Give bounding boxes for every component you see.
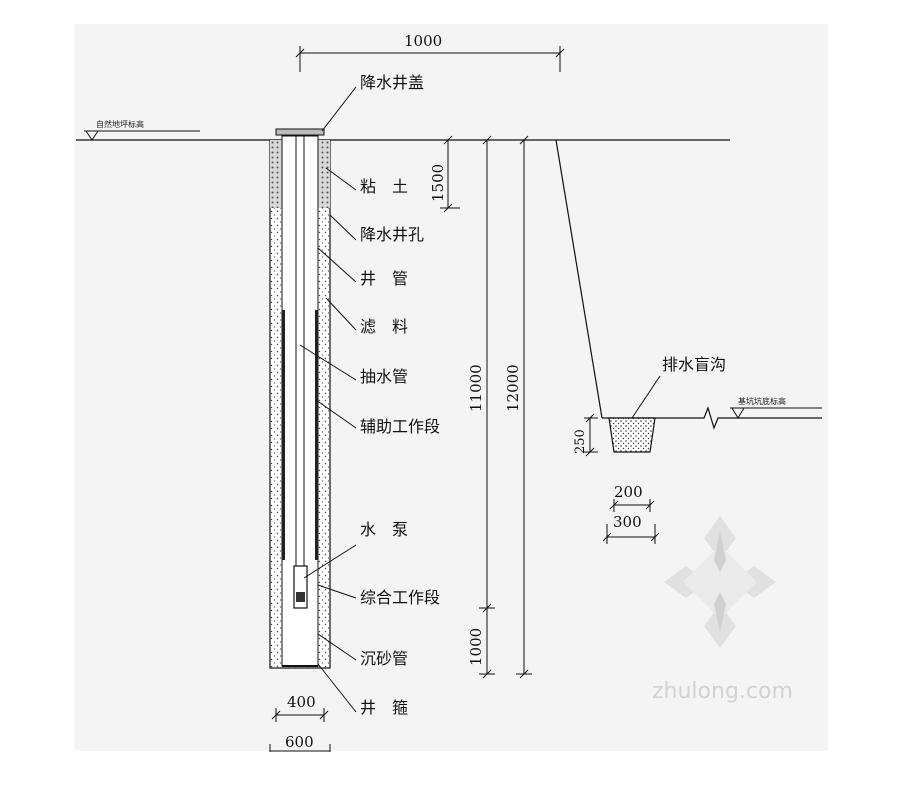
ditch-depth-value: 250 — [573, 429, 588, 454]
clay-seal-left — [270, 140, 282, 208]
work-depth-value: 11000 — [467, 364, 485, 412]
well-cap — [275, 128, 325, 136]
excavation-slope — [555, 139, 822, 430]
clay-depth-value: 1500 — [429, 164, 447, 202]
hole-diameter-value: 600 — [285, 733, 314, 751]
pit-bottom-level-label: 基坑坑底标高 — [738, 396, 786, 406]
filter-screen-left — [282, 310, 285, 560]
label-clay: 粘 土 — [360, 177, 408, 196]
leader-lines — [299, 86, 357, 713]
pipe-diameter-value: 400 — [287, 693, 316, 711]
label-filter-material: 滤 料 — [360, 317, 408, 336]
clay-seal-right — [318, 140, 330, 208]
ditch-depth-dimension — [584, 413, 598, 457]
label-well-cover: 降水井盖 — [360, 73, 424, 92]
sump-depth-value: 1000 — [467, 628, 485, 666]
pump-motor — [296, 592, 305, 602]
pit-bottom-level-marker — [730, 407, 822, 419]
clay-depth-dimension — [440, 135, 460, 213]
ditch-leader — [631, 375, 661, 419]
filter-screen-right — [315, 310, 318, 560]
label-borehole: 降水井孔 — [360, 225, 424, 244]
watermark-text: zhulong.com — [652, 679, 793, 704]
ditch-bottom-value: 200 — [614, 483, 643, 501]
drawing-frame — [74, 24, 828, 751]
total-depth-value: 12000 — [504, 364, 522, 412]
cap-width-dimension — [295, 46, 565, 72]
pipe-diameter-dimension — [271, 708, 329, 722]
hole-diameter-dimension — [269, 744, 331, 752]
zhulong-logo-watermark — [664, 516, 776, 648]
blind-drain-ditch — [608, 417, 656, 453]
label-well-hoop: 井 箍 — [360, 698, 408, 717]
label-auxiliary-section: 辅助工作段 — [360, 417, 440, 436]
label-suction-pipe: 抽水管 — [360, 367, 408, 386]
cap-width-value: 1000 — [404, 32, 442, 50]
work-depth-dimension — [479, 135, 495, 679]
label-sand-pipe: 沉砂管 — [360, 649, 408, 668]
total-depth-dimension — [516, 135, 532, 679]
ditch-top-dimension — [602, 524, 660, 544]
ditch-bottom-dimension — [609, 499, 655, 512]
ditch-top-value: 300 — [613, 513, 642, 531]
natural-ground-level-label: 自然地坪标高 — [96, 119, 144, 129]
label-blind-drain: 排水盲沟 — [662, 355, 726, 374]
label-pump: 水 泵 — [360, 520, 408, 539]
label-well-pipe: 井 管 — [360, 269, 408, 288]
label-working-section: 综合工作段 — [360, 588, 440, 607]
natural-ground-level-marker — [84, 130, 200, 141]
